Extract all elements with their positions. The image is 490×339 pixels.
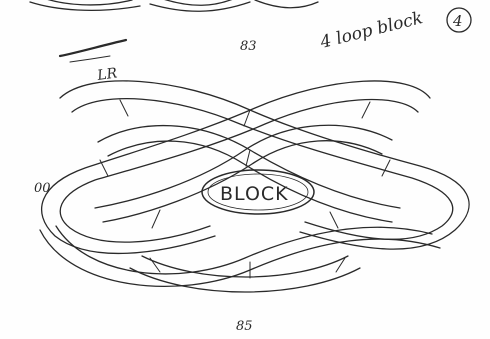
knot-bottom-arcs [40,226,440,292]
knot-middle-crossings [95,125,400,222]
center-label: BLOCK [220,183,289,205]
page-number: 4 [452,12,463,30]
top-partial-knot [30,0,318,11]
title-note: 4 loop block [317,8,424,53]
direction-mark: LR [95,65,118,84]
pen-stroke-mark [60,40,126,56]
left-number: 00 [34,181,51,196]
pen-stroke-mark [70,56,110,62]
bottom-number: 85 [236,319,253,334]
top-number: 83 [240,39,257,54]
knot-outer-loops [42,81,469,254]
